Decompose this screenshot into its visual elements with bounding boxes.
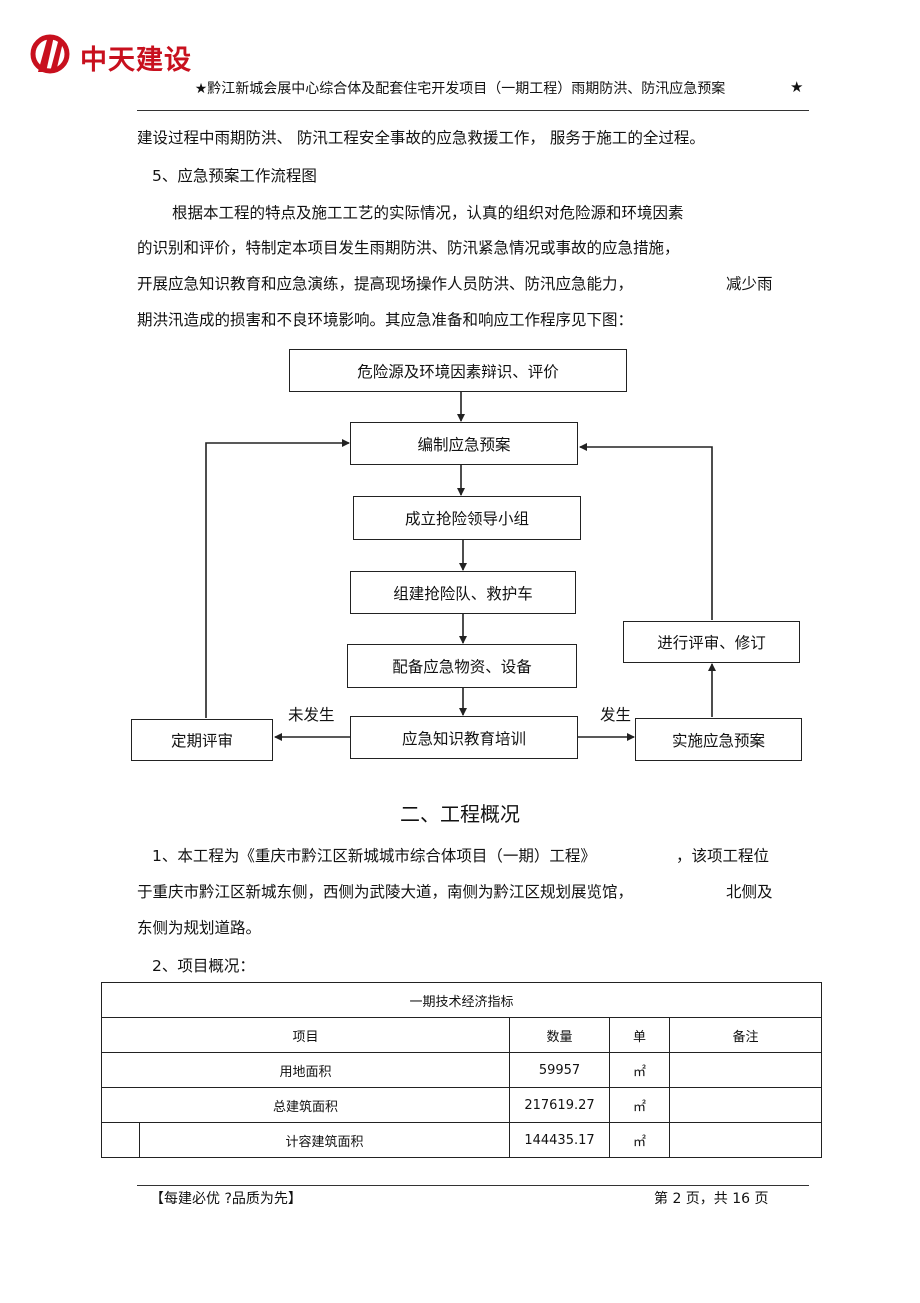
footer-divider [137,1185,809,1186]
row-name: 用地面积 [101,1052,510,1088]
label-not-occur: 未发生 [288,706,335,724]
flow-box-revise: 进行评审、修订 [623,621,800,663]
flow-box-implement: 实施应急预案 [635,718,802,761]
paragraph-line-3a: 开展应急知识教育和应急演练，提高现场操作人员防洪、防汛应急能力， [137,275,634,293]
row-qty: 144435.17 [509,1122,610,1158]
row-name: 计容建筑面积 [139,1122,510,1158]
header-note: 备注 [668,1017,823,1053]
row-qty: 59957 [509,1052,610,1088]
paragraph-line-1: 根据本工程的特点及施工工艺的实际情况，认真的组织对危险源和环境因素 [172,204,684,222]
arrow-revise-to-compile [579,443,713,620]
flow-box-training: 应急知识教育培训 [350,716,578,759]
row-note [668,1052,823,1088]
table-title: 一期技术经济指标 [100,982,823,1018]
table-title-row: 一期技术经济指标 [100,982,823,1018]
row-unit: ㎡ [609,1087,670,1123]
header-title: ★黔江新城会展中心综合体及配套住宅开发项目（一期工程）雨期防洪、防汛应急预案 [194,81,726,97]
header-qty: 数量 [509,1017,610,1053]
footer-page-number: 第 2 页，共 16 页 [654,1191,769,1207]
tech-econ-table: 一期技术经济指标 项目 数量 单 备注 用地面积 59957 ㎡ 总建筑面积 2… [100,982,823,1158]
row-note [668,1122,823,1158]
section2-line-3: 东侧为规划道路。 [137,919,262,937]
table-row: 用地面积 59957 ㎡ [101,1052,823,1088]
logo-text: 中天建设 [80,45,192,76]
body-line-1: 建设过程中雨期防洪、 防汛工程安全事故的应急救援工作， 服务于施工的全过程。 [137,129,705,147]
section-title: 二、工程概况 [400,802,520,826]
row-indent-cell [101,1122,140,1158]
header-unit: 单 [609,1017,670,1053]
section2-line-1b: ，该项工程位 [676,847,770,865]
arrow-review-to-compile [205,439,350,718]
flow-box-materials: 配备应急物资、设备 [347,644,577,688]
paragraph-line-2: 的识别和评价，特制定本项目发生雨期防洪、防汛紧急情况或事故的应急措施， [137,239,680,257]
flowchart-connectors [205,392,716,741]
table-row: 计容建筑面积 144435.17 ㎡ [101,1122,823,1158]
paragraph-line-4: 期洪汛造成的损害和不良环境影响。其应急准备和响应工作程序见下图： [137,311,634,329]
flow-box-review: 定期评审 [131,719,273,761]
paragraph-line-3b: 减少雨 [726,275,773,293]
item-5-heading: 5、应急预案工作流程图 [152,167,317,185]
company-logo [30,34,70,74]
header-divider [137,110,809,111]
label-occur: 发生 [600,706,632,724]
item-2-heading: 2、项目概况： [152,957,255,975]
flow-box-leadership: 成立抢险领导小组 [353,496,581,540]
flow-box-hazard: 危险源及环境因素辩识、评价 [289,349,627,392]
flow-box-team: 组建抢险队、救护车 [350,571,576,614]
table-header-row: 项目 数量 单 备注 [101,1017,823,1053]
flow-box-compile: 编制应急预案 [350,422,578,465]
header-item: 项目 [101,1017,510,1053]
row-unit: ㎡ [609,1052,670,1088]
row-note [668,1087,823,1123]
header-star: ★ [790,78,804,96]
row-unit: ㎡ [609,1122,670,1158]
section2-line-2b: 北侧及 [726,883,773,901]
footer-slogan: 【每建必优 ?品质为先】 [150,1191,302,1207]
table-row: 总建筑面积 217619.27 ㎡ [101,1087,823,1123]
row-name: 总建筑面积 [101,1087,510,1123]
section2-line-2a: 于重庆市黔江区新城东侧，西侧为武陵大道，南侧为黔江区规划展览馆， [137,883,634,901]
row-qty: 217619.27 [509,1087,610,1123]
section2-line-1a: 1、本工程为《重庆市黔江区新城城市综合体项目（一期）工程》 [152,847,596,865]
